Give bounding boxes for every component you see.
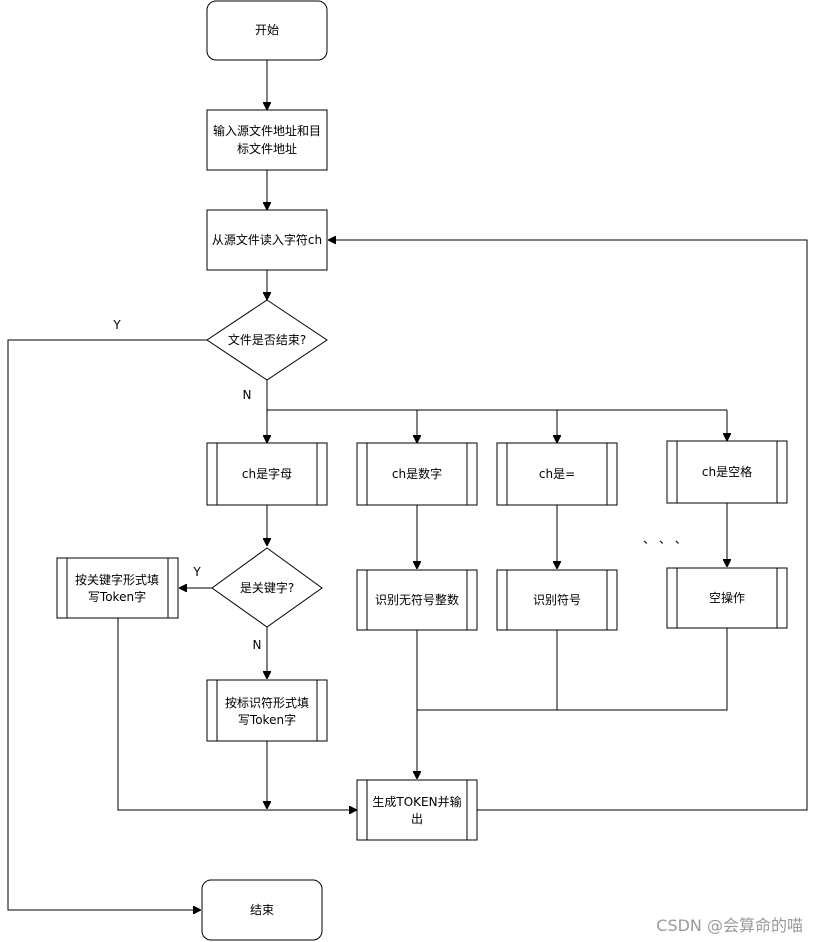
edge-merge-int-sym-noop	[416, 628, 728, 711]
noop-node: 空操作	[666, 567, 788, 629]
digit-node: ch是数字	[356, 442, 478, 506]
kw-no-label: N	[253, 638, 262, 652]
iskw-decision: 是关键字?	[211, 547, 323, 628]
watermark: CSDN @会算命的喵	[656, 916, 803, 935]
end-node: 结束	[201, 879, 323, 941]
equal-label: ch是=	[539, 467, 575, 481]
iskw-label: 是关键字?	[240, 580, 294, 595]
input-node: 输入源文件地址和目 标文件地址	[206, 109, 328, 171]
gen-label-line2: 出	[411, 812, 423, 826]
space-node: ch是空格	[666, 440, 788, 504]
edge-eof-no-branch	[266, 380, 727, 411]
gen-label-line1: 生成TOKEN并输	[372, 794, 461, 809]
int-label: 识别无符号整数	[375, 592, 459, 607]
idfill-node: 按标识符形式填 写Token字	[206, 679, 328, 742]
digit-label: ch是数字	[392, 466, 442, 481]
eof-yes-label: Y	[112, 318, 121, 332]
eof-decision: 文件是否结束?	[206, 299, 328, 381]
equal-node: ch是=	[496, 442, 618, 506]
space-label: ch是空格	[702, 464, 752, 479]
letter-label: ch是字母	[242, 466, 292, 481]
edge-kwfill-to-gen	[117, 618, 356, 810]
input-label-line1: 输入源文件地址和目	[213, 123, 321, 138]
gen-node: 生成TOKEN并输 出	[356, 779, 478, 841]
letter-node: ch是字母	[206, 442, 328, 506]
end-label: 结束	[250, 903, 274, 917]
eof-no-label: N	[243, 388, 252, 402]
kwfill-label-line1: 按关键字形式填	[75, 572, 159, 587]
read-label: 从源文件读入字符ch	[212, 232, 322, 247]
kw-yes-label: Y	[192, 565, 201, 579]
read-node: 从源文件读入字符ch	[206, 209, 328, 271]
kwfill-label-line2: 写Token字	[88, 589, 146, 604]
start-node: 开始	[206, 0, 328, 61]
eof-label: 文件是否结束?	[228, 332, 306, 347]
edge-gen-loop-to-read	[329, 240, 808, 811]
edges	[7, 60, 808, 910]
input-label-line2: 标文件地址	[237, 141, 297, 156]
sym-label: 识别符号	[533, 592, 581, 607]
sym-node: 识别符号	[496, 569, 618, 631]
ellipsis-label: 、 、 、	[643, 532, 687, 546]
edge-eof-yes-to-end	[7, 339, 207, 910]
idfill-label-line1: 按标识符形式填	[225, 695, 309, 710]
int-node: 识别无符号整数	[356, 569, 478, 631]
idfill-label-line2: 写Token字	[238, 712, 296, 727]
kwfill-node: 按关键字形式填 写Token字	[56, 557, 179, 619]
noop-label: 空操作	[709, 590, 745, 605]
start-label: 开始	[255, 23, 279, 37]
